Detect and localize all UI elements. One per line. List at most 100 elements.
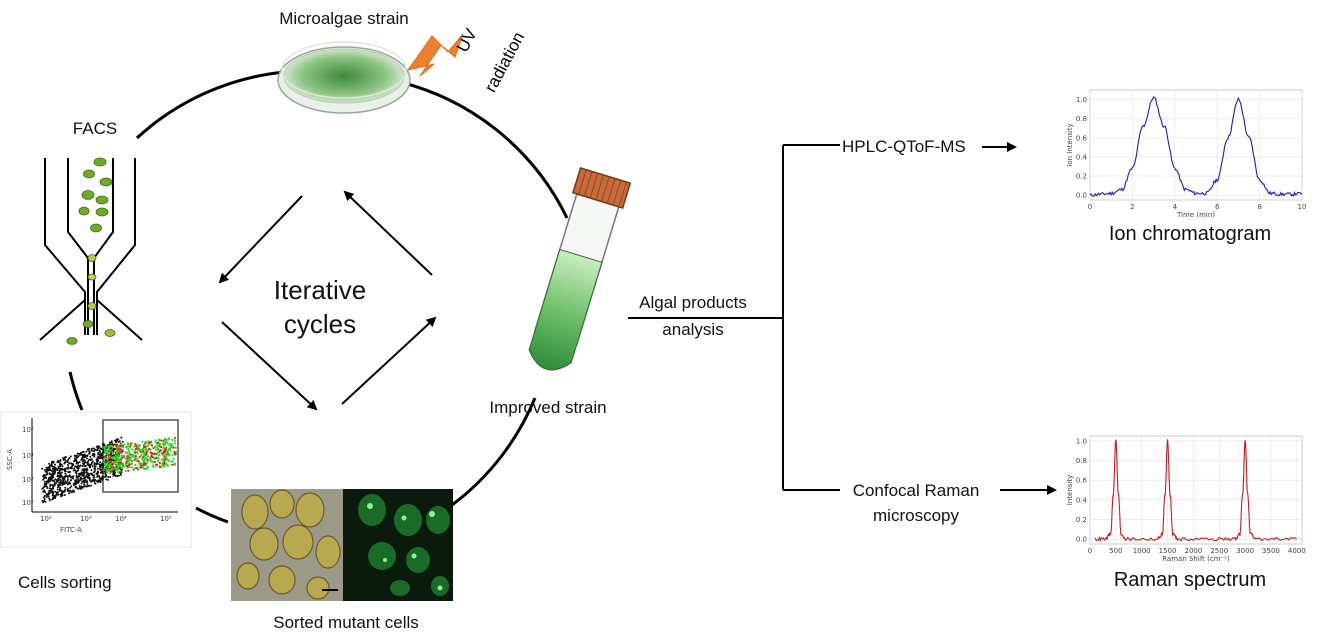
- flow-point-black: [94, 448, 97, 451]
- flow-point-black: [64, 472, 67, 475]
- x-tick-label: 0: [1088, 203, 1092, 211]
- flow-point-black: [43, 489, 46, 492]
- flow-point-black: [48, 489, 51, 492]
- flow-point-black: [78, 487, 81, 490]
- flow-point-black: [87, 475, 90, 478]
- flow-point-black: [96, 470, 99, 473]
- flow-point-black: [57, 472, 60, 475]
- flow-point-gated: [140, 451, 144, 454]
- flow-point-black: [56, 488, 59, 491]
- flow-point-black: [88, 464, 91, 467]
- flow-point-black: [94, 482, 97, 485]
- flow-point-black: [80, 486, 83, 489]
- flow-point-gated: [116, 468, 119, 471]
- flow-point-gated: [145, 461, 148, 464]
- flow-point-black: [57, 484, 60, 487]
- flow-point-black: [93, 480, 96, 483]
- flow-point-gated: [103, 457, 106, 460]
- flow-point-gated: [163, 457, 166, 460]
- flow-point-black: [69, 489, 72, 492]
- flow-point-black: [85, 467, 88, 470]
- flow-point-black: [112, 471, 115, 474]
- flow-point-gated: [155, 452, 158, 455]
- flow-point-black: [105, 466, 108, 469]
- flow-point-black: [72, 477, 75, 480]
- uv-bolt-icon: [406, 33, 464, 77]
- flow-point-gated: [164, 442, 167, 445]
- flow-point-gated: [106, 451, 109, 455]
- flow-point-black: [110, 441, 113, 444]
- flow-point-black: [67, 466, 70, 469]
- flow-point-gated: [147, 442, 150, 445]
- flow-point-gated: [171, 438, 174, 441]
- flow-point-black: [67, 458, 70, 461]
- flow-point-black: [53, 472, 56, 475]
- flow-point-black: [69, 470, 71, 473]
- flow-point-gated: [108, 461, 111, 465]
- flow-point-gated: [154, 439, 157, 442]
- chart-frame: [1089, 435, 1303, 545]
- flow-point-black: [80, 482, 83, 485]
- flow-point-gated: [160, 446, 163, 449]
- flow-point-black: [45, 468, 48, 471]
- flow-point-gated: [119, 464, 122, 467]
- chart-ylabel: Intensity: [1066, 475, 1074, 505]
- flow-point-gated: [141, 457, 144, 460]
- flow-point-gated: [160, 458, 163, 461]
- flow-point-gated: [120, 466, 123, 469]
- flow-point-gated: [163, 439, 167, 442]
- flow-point-black: [49, 485, 52, 488]
- flow-point-gated: [167, 448, 170, 451]
- flow-point-gated: [143, 455, 146, 458]
- flow-point-gated: [171, 454, 174, 457]
- flow-ylabel: SSC-A: [6, 449, 14, 470]
- petri-dish-icon: [277, 41, 411, 114]
- flow-point-black: [62, 483, 65, 486]
- flow-point-gated: [107, 448, 110, 451]
- flow-point-gated: [145, 446, 148, 449]
- arrow-down-right: [221, 321, 318, 411]
- flow-point-gated: [172, 446, 175, 449]
- flow-point-black: [83, 453, 86, 456]
- flow-point-gated: [121, 456, 124, 459]
- svg-text:10⁵: 10⁵: [22, 426, 34, 434]
- x-tick-label: 500: [1109, 547, 1122, 555]
- flow-point-black: [60, 471, 63, 474]
- x-tick-label: 1500: [1159, 547, 1177, 555]
- flow-point-black: [83, 456, 86, 459]
- flow-point-gated: [117, 448, 120, 451]
- flow-point-gated: [166, 450, 170, 453]
- flow-point-black: [51, 479, 54, 482]
- flow-point-black: [54, 497, 57, 499]
- flow-point-black: [64, 470, 67, 473]
- flow-point-gated: [160, 439, 163, 442]
- flow-point-black: [101, 454, 104, 457]
- arrow-top-left: [343, 190, 433, 276]
- flow-point-black: [95, 480, 98, 483]
- flow-point-gated: [158, 439, 161, 442]
- x-tick-label: 8: [1257, 203, 1261, 211]
- flow-point-gated: [106, 458, 109, 461]
- flow-point-gated: [127, 469, 130, 472]
- flow-point-black: [95, 472, 98, 475]
- flow-point-black: [81, 465, 84, 467]
- flow-point-black: [86, 483, 89, 486]
- flow-point-black: [76, 466, 79, 469]
- flow-point-gated: [134, 451, 137, 454]
- flow-point-black: [113, 443, 116, 446]
- flow-point-gated: [151, 464, 154, 467]
- flow-point-black: [113, 474, 116, 476]
- flow-point-black: [74, 457, 76, 460]
- svg-text:10⁴: 10⁴: [115, 515, 127, 523]
- flow-point-gated: [158, 453, 161, 456]
- flow-point-gated: [134, 455, 137, 458]
- cycle-arc-top-left: [135, 70, 286, 140]
- flow-point-gated: [165, 462, 168, 465]
- cycle-circle: [68, 70, 569, 524]
- flow-point-black: [59, 463, 62, 466]
- x-tick-label: 2000: [1185, 547, 1203, 555]
- flow-point-gated: [137, 459, 140, 463]
- flow-point-black: [108, 441, 111, 444]
- flow-point-black: [74, 471, 77, 474]
